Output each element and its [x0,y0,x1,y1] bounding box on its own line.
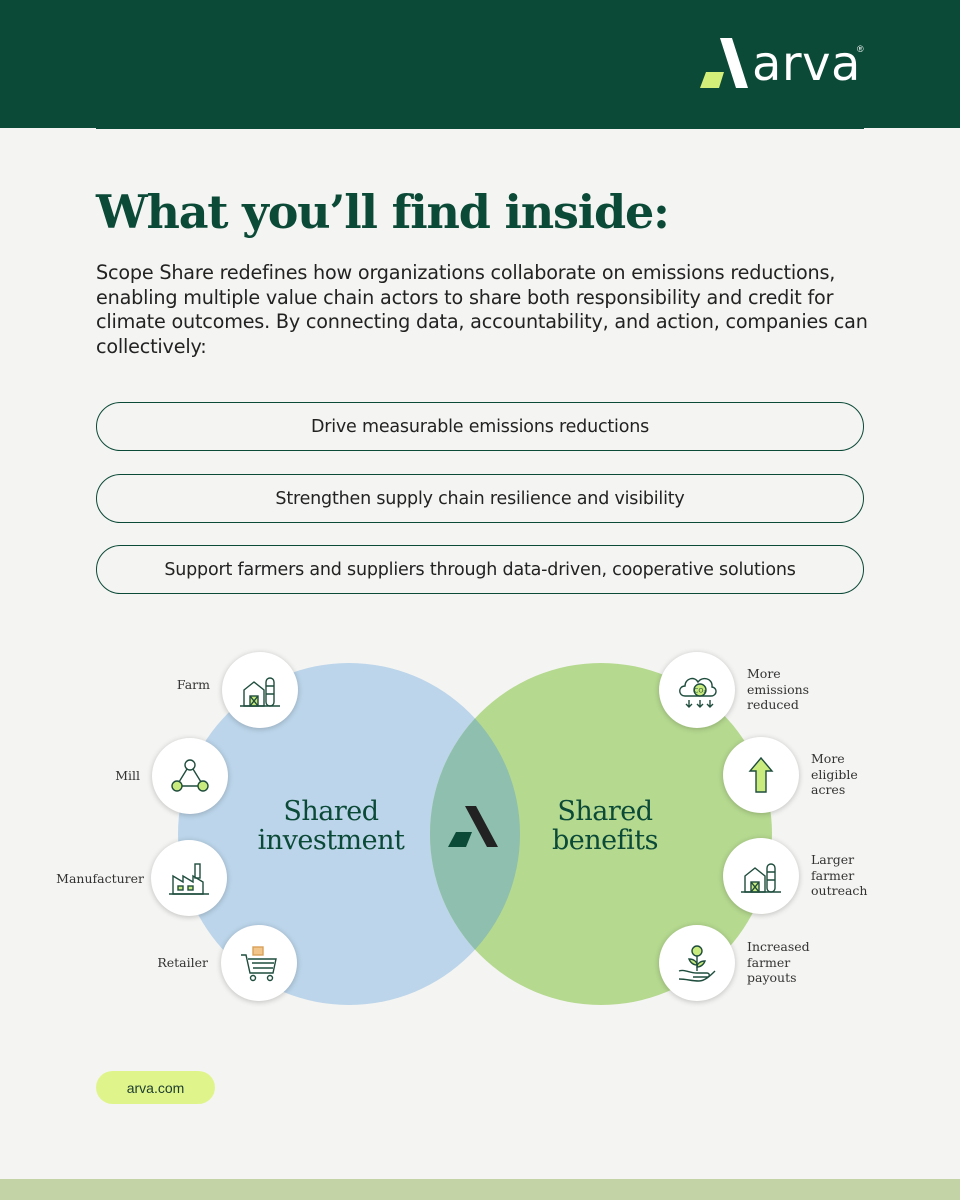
outreach-label: Larger farmer outreach [811,852,868,898]
benefits-circle [430,663,772,1005]
arva-logo[interactable]: arva ® [698,36,868,94]
svg-text:CO₂: CO₂ [694,687,707,695]
up-arrow-icon [748,756,774,793]
arva-logo-icon [700,38,748,88]
header-divider [96,128,864,129]
arva-center-mark [448,806,498,847]
farm-barn-icon [741,863,781,893]
brand-name: arva [752,36,861,92]
factory-icon [169,863,209,895]
manufacturer-label: Manufacturer [56,871,144,886]
manufacturer-node [151,840,227,916]
registered-mark: ® [857,44,864,54]
header-banner: arva ® [0,0,960,128]
venn-circles [178,663,772,1005]
mill-network-icon [171,759,209,792]
farm-barn-icon [240,677,280,707]
outreach-node [723,838,799,914]
outcome-pill: Support farmers and suppliers through da… [96,545,864,594]
payouts-label: Increased farmer payouts [747,939,810,985]
mill-label: Mill [115,768,140,783]
payouts-node [659,925,735,1001]
farm-label: Farm [176,677,210,692]
outcome-pill: Drive measurable emissions reductions [96,402,864,451]
retailer-label: Retailer [157,955,208,970]
footer-band [0,1179,960,1200]
intro-paragraph: Scope Share redefines how organizations … [96,261,868,358]
farm-node [222,652,298,728]
hand-plant-icon [678,945,716,982]
retailer-node [221,925,297,1001]
venn-diagram: Shared investment Shared benefits Farm M… [0,640,960,1020]
outcome-pill: Strengthen supply chain resilience and v… [96,474,864,523]
acres-label: More eligible acres [811,751,858,797]
mill-node [152,738,228,814]
acres-node [723,737,799,813]
emissions-label: More emissions reduced [747,666,810,712]
page-title: What you’ll find inside: [96,185,670,239]
shopping-cart-icon [241,946,277,982]
shared-investment-label: Shared investment [257,796,405,856]
website-link[interactable]: arva.com [96,1071,215,1104]
co2-cloud-icon: CO₂ [679,677,717,708]
emissions-node: CO₂ [659,652,735,728]
investment-circle [178,663,520,1005]
shared-benefits-label: Shared benefits [552,796,658,856]
